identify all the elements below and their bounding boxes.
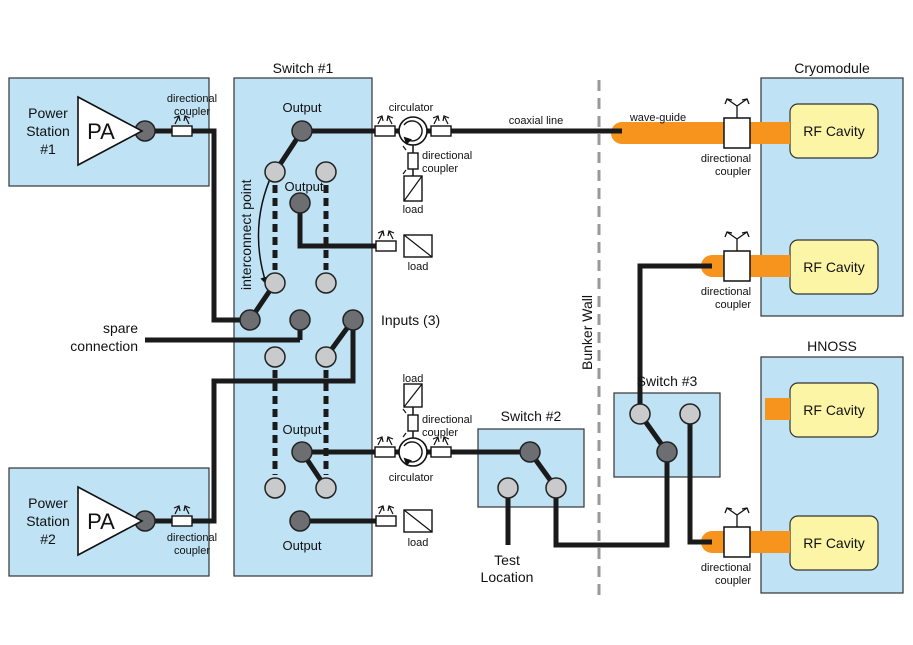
ps1-label-line2: Station <box>26 123 70 139</box>
coupler-circ2-load <box>402 407 419 438</box>
ports <box>134 120 701 532</box>
load-3-label: load <box>403 373 424 385</box>
coax-lines <box>145 128 712 548</box>
inputs-label: Inputs (3) <box>381 312 440 328</box>
waveguide-coupler-2 <box>723 231 751 282</box>
test-location-label-1: Test <box>494 552 520 568</box>
output-label-4: Output <box>282 538 321 553</box>
wg-coupler-3-label-2: coupler <box>715 575 751 587</box>
ps2-label-line1: Power <box>28 495 68 511</box>
rf-cavity-2-label: RF Cavity <box>803 259 864 275</box>
coupler-ps2-label-2: coupler <box>174 545 210 557</box>
interconnect-arrow <box>257 164 280 285</box>
interconnect-label: interconnect point <box>238 179 254 290</box>
wg-coupler-2-label-2: coupler <box>715 299 751 311</box>
ps2-label-line3: #2 <box>40 531 56 547</box>
coupler-load1 <box>375 230 397 252</box>
coupler-circ1-in <box>374 115 396 137</box>
coupler-circ1-load <box>402 145 419 176</box>
circulator-2-label: circulator <box>389 472 434 484</box>
coupler-ps2-label-1: directional <box>167 532 217 544</box>
wg-coupler-1-label-1: directional <box>701 153 751 165</box>
spare-label-1: spare <box>103 320 138 336</box>
circulator-2 <box>398 437 428 467</box>
circulator-1 <box>398 116 428 146</box>
waveguide-label: wave-guide <box>629 112 686 124</box>
switch-2-box <box>477 428 585 508</box>
switch-1-title: Switch #1 <box>273 60 334 76</box>
waveguide-coupler-3 <box>723 507 751 558</box>
output-label-2: Output <box>284 179 323 194</box>
coupler-circ2-in <box>374 436 396 458</box>
coupler-circ2-out <box>430 436 452 458</box>
wg-coupler-3-label-1: directional <box>701 562 751 574</box>
waveguides <box>611 122 790 553</box>
bunker-wall-label: Bunker Wall <box>579 295 595 370</box>
switch-3-title: Switch #3 <box>637 373 698 389</box>
wg-coupler-1-label-2: coupler <box>715 166 751 178</box>
circ1-coupler-label-1: directional <box>422 150 472 162</box>
pa-1-triangle <box>77 95 144 167</box>
coupler-circ1-out <box>430 115 452 137</box>
rf-cavity-1-label: RF Cavity <box>803 123 864 139</box>
load-1-label: load <box>403 204 424 216</box>
output-label-1: Output <box>282 100 321 115</box>
switch-2-title: Switch #2 <box>501 408 562 424</box>
test-location-label-2: Location <box>481 569 534 585</box>
pa-2-triangle <box>77 485 144 557</box>
load-2-label: load <box>408 261 429 273</box>
circ2-coupler-label-1: directional <box>422 414 472 426</box>
wg-coupler-2-label-1: directional <box>701 286 751 298</box>
load-2 <box>403 234 433 258</box>
output-label-3: Output <box>282 422 321 437</box>
circulator-1-label: circulator <box>389 102 434 114</box>
rf-cavity-4-label: RF Cavity <box>803 535 864 551</box>
load-4-label: load <box>408 537 429 549</box>
pa-1-label: PA <box>87 119 115 144</box>
hnoss-title: HNOSS <box>807 338 857 354</box>
waveguide-coupler-1 <box>723 98 751 149</box>
coupler-ps1-label-2: coupler <box>174 106 210 118</box>
ps1-label-line3: #1 <box>40 141 56 157</box>
load-4 <box>403 509 433 533</box>
pa-2-label: PA <box>87 509 115 534</box>
spare-label-2: connection <box>70 338 138 354</box>
coupler-load3 <box>375 505 397 527</box>
load-1 <box>403 175 423 202</box>
ps2-label-line2: Station <box>26 513 70 529</box>
circ1-coupler-label-2: coupler <box>422 163 458 175</box>
circ2-coupler-label-2: coupler <box>422 427 458 439</box>
load-3 <box>403 383 423 408</box>
rf-cavity-3-label: RF Cavity <box>803 402 864 418</box>
ps1-label-line1: Power <box>28 105 68 121</box>
coaxial-line-label: coaxial line <box>509 115 563 127</box>
coupler-ps1-label-1: directional <box>167 93 217 105</box>
cryomodule-title: Cryomodule <box>794 60 870 76</box>
